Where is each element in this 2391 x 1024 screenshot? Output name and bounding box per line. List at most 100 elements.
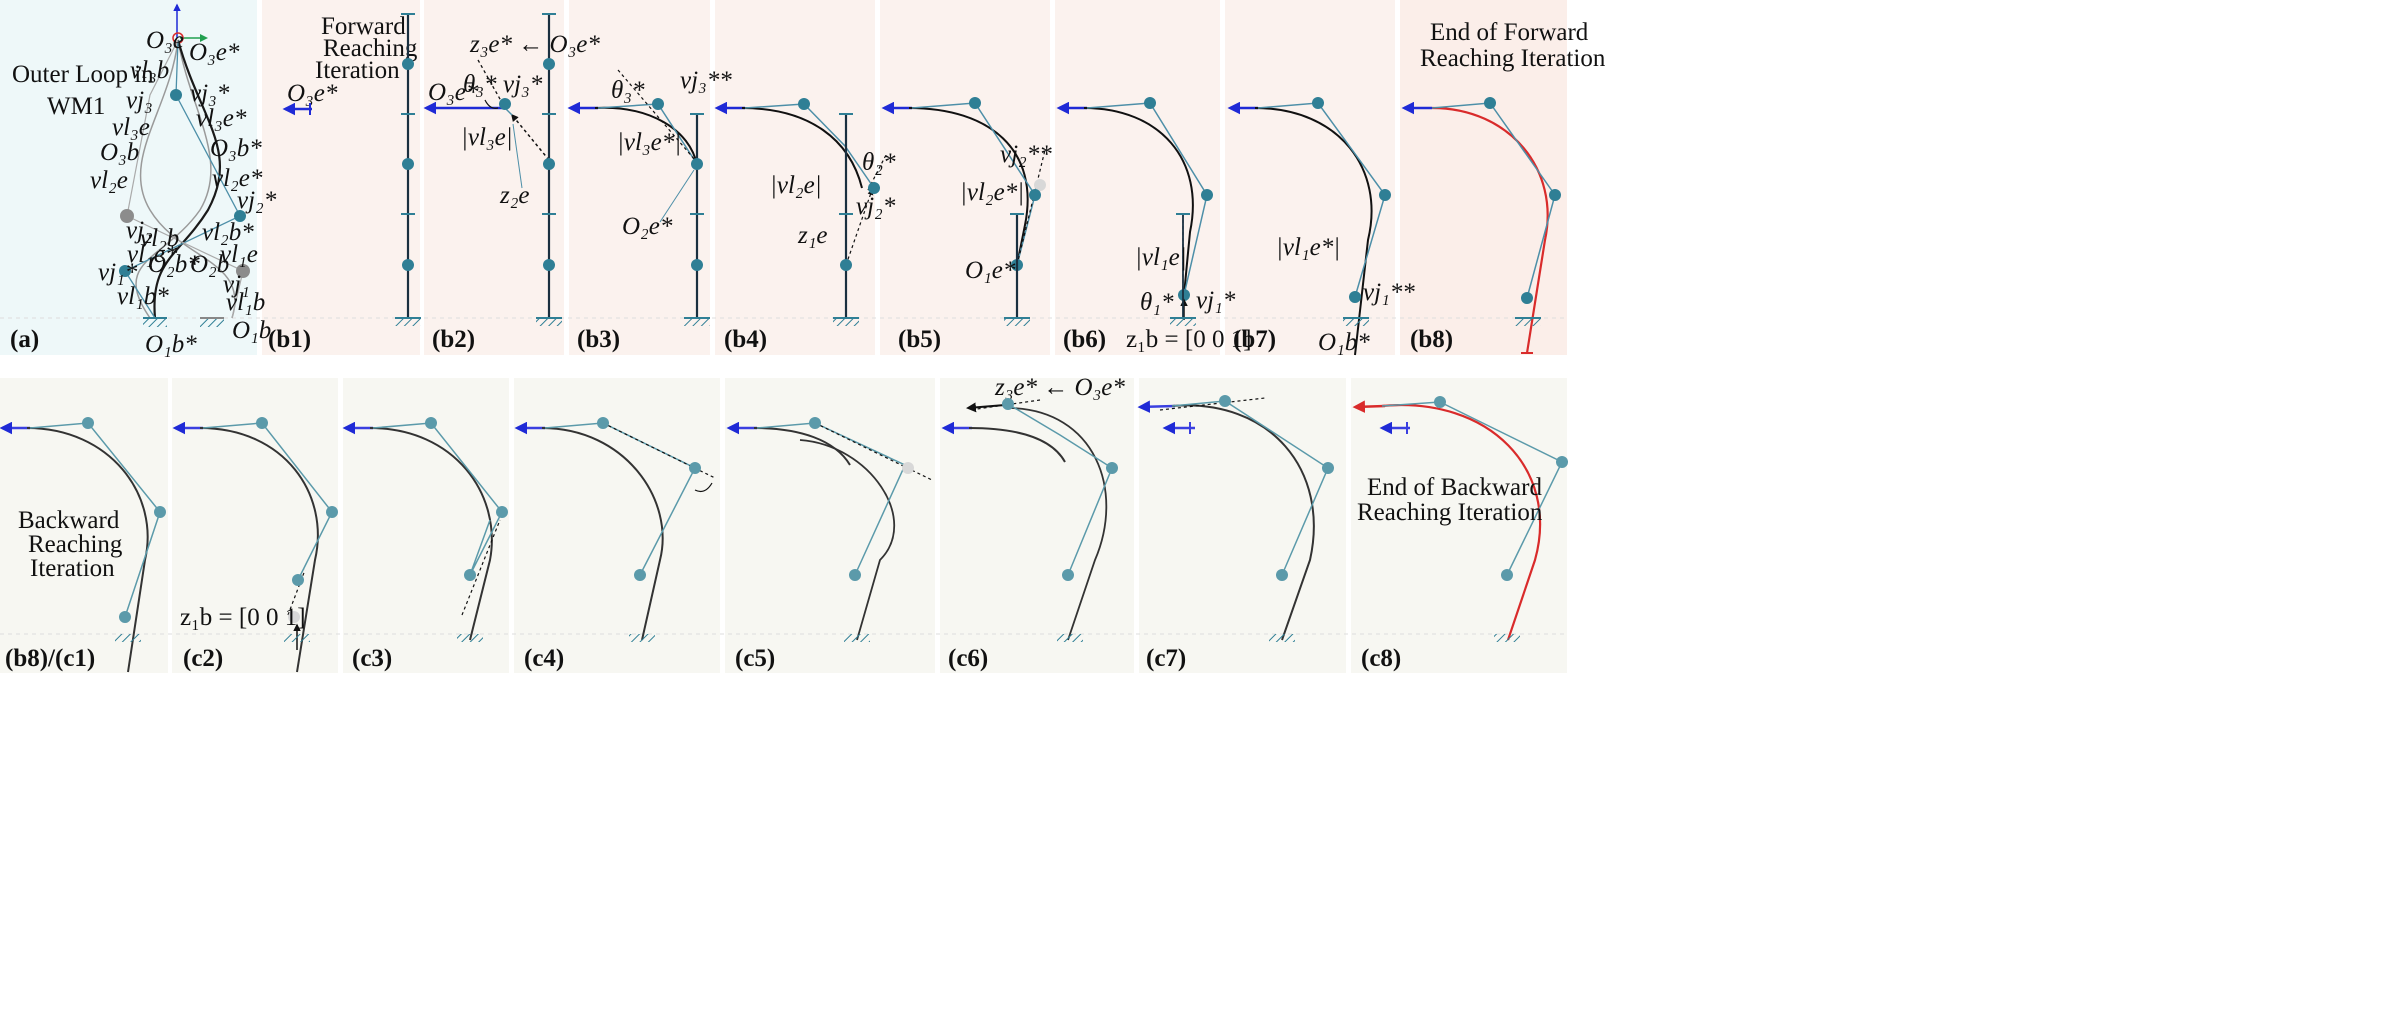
sym-vl3e-star: vl₃e* xyxy=(196,105,247,132)
chain-curve xyxy=(908,107,1029,266)
chain-curve xyxy=(1083,107,1194,296)
red-target-arrow xyxy=(1352,400,1386,413)
gray-chain-curve-2 xyxy=(135,39,212,319)
chain-curve xyxy=(741,107,863,189)
sym-b6-vj1-star: vj₁* xyxy=(1196,287,1236,314)
joint-vj2-star xyxy=(868,182,880,194)
panel-b1-caption-2: Reaching xyxy=(323,35,418,62)
target-arrow-new xyxy=(1137,400,1176,413)
panel-b6: |vl₁e| θ₁* vj₁* (b6) z₁b = [0 0 1] xyxy=(1056,97,1252,353)
sym-b1-O3e-star: O₃e* xyxy=(287,80,338,107)
joint-vj1 xyxy=(236,264,250,278)
panel-b4-label: (b4) xyxy=(724,326,767,353)
sym-vj2: vj₂ xyxy=(126,217,153,244)
panel-c1-caption-2: Reaching xyxy=(28,531,123,558)
sym-vl2e-star: vl₂e* xyxy=(212,165,263,192)
sym-b2-abs-vl3e: |vl₃e| xyxy=(461,124,513,151)
sym-vj3-star: vj₃* xyxy=(190,80,230,107)
panel-b1-caption-3: Iteration xyxy=(315,57,400,84)
panel-b2-bg xyxy=(424,0,564,355)
sym-vl3b: vl₃b xyxy=(130,57,169,84)
sym-vl2e: vl₂e xyxy=(90,167,128,194)
joint-vj2-star xyxy=(234,210,246,222)
panel-b1: Forward Reaching Iteration O₃e* (b1) xyxy=(268,13,421,353)
panel-c2: z₁b = [0 0 1] (c2) xyxy=(172,417,338,673)
panel-a-caption-1: Outer Loop in xyxy=(12,61,154,88)
sym-b4-z1e: z₁e xyxy=(797,222,828,249)
chain-curve xyxy=(199,427,319,673)
panel-c5-bg xyxy=(725,378,935,673)
panel-b5: vj₂** |vl₂e*| O₁e* (b5) xyxy=(881,97,1052,353)
joint-vj3-star xyxy=(499,98,511,110)
sym-b3-O2e-star: O₂e* xyxy=(622,213,673,240)
panel-b7: |vl₁e*| vj₁** O₁b* (b7) xyxy=(1227,97,1415,356)
panel-a-label: (a) xyxy=(10,326,39,353)
joint-vj1-star xyxy=(119,265,131,277)
chain-curve xyxy=(594,106,698,166)
panel-b6-bg xyxy=(1055,0,1220,355)
sym-b4-vj2-star: vj₂* xyxy=(856,193,896,220)
panel-c1-label: (b8)/(c1) xyxy=(5,645,95,672)
panel-c8-caption-2: Reaching Iteration xyxy=(1357,499,1543,526)
sym-O2b-star: O₂b* xyxy=(148,251,200,278)
sym-O1b-star: O₁b* xyxy=(145,331,197,358)
sym-vj1: vj₁ xyxy=(223,271,250,298)
ghost-joint xyxy=(1034,179,1046,191)
sym-b6-abs-vl1e: |vl₁e| xyxy=(1135,244,1187,271)
panel-c7-label: (c7) xyxy=(1146,645,1186,672)
joint-1 xyxy=(402,259,414,271)
panel-c6-label: (c6) xyxy=(948,645,988,672)
chain-curve xyxy=(541,427,664,641)
joint-vj3-2star xyxy=(652,98,664,110)
sym-vj1-star: vj₁* xyxy=(98,259,138,286)
panel-a: Outer Loop in WM1 O₃e O₃e* vl₃b vj₃ vj₃*… xyxy=(10,3,277,358)
panel-c5-label: (c5) xyxy=(735,645,775,672)
chain-curve xyxy=(1171,404,1315,641)
sym-b5-abs-vl2e-star: |vl₂e*| xyxy=(960,179,1024,206)
panel-b1-bg xyxy=(262,0,420,355)
red-final-curve xyxy=(1381,404,1541,641)
panel-b6-eq: z₁b = [0 0 1] xyxy=(1126,326,1252,353)
sym-b7-abs-vl1e-star: |vl₁e*| xyxy=(1276,234,1340,261)
panel-b8-bg xyxy=(1400,0,1567,355)
sym-O3b: O₃b xyxy=(100,139,139,166)
panel-c2-eq: z₁b = [0 0 1] xyxy=(180,604,306,631)
sym-vl2b: vl₂b xyxy=(140,225,179,252)
joint-vj1-star xyxy=(1178,289,1190,301)
sym-vj2-star: vj₂* xyxy=(237,187,277,214)
panel-b3-bg xyxy=(569,0,710,355)
gray-chain-curve xyxy=(139,39,236,319)
sym-vl1b-star: vl₁b* xyxy=(117,283,169,310)
joint-3 xyxy=(402,58,414,70)
sym-O3e-star: O₃e* xyxy=(189,39,240,66)
panel-c7-bg xyxy=(1139,378,1346,673)
base-hatch xyxy=(395,318,421,326)
panel-b1-label: (b1) xyxy=(268,326,311,353)
panel-b2: z₃e* ← O₃e* O₃e* θ₃* vj₃* |vl₃e| z₂e (b2… xyxy=(423,13,600,353)
panel-b3-label: (b3) xyxy=(577,326,620,353)
panel-b2-label: (b2) xyxy=(432,326,475,353)
panel-b7-label: (b7) xyxy=(1233,326,1276,353)
sym-O3e: O₃e xyxy=(146,27,184,54)
sym-b2-z3e-eq: z₃e* ← O₃e* xyxy=(469,31,600,58)
panel-c4: (c4) xyxy=(514,417,716,672)
sym-b2-O3e-star: O₃e* xyxy=(428,79,479,106)
sym-b2-z2e: z₂e xyxy=(499,182,530,209)
sym-vj3: vj₃ xyxy=(126,87,153,114)
joint-2 xyxy=(402,158,414,170)
panel-b6-label: (b6) xyxy=(1063,326,1106,353)
sym-vl1e-star: vl₁e* xyxy=(127,241,178,268)
panel-a-caption-2: WM1 xyxy=(47,93,105,120)
panel-b4-bg xyxy=(715,0,875,355)
sym-vl3e: vl₃e xyxy=(112,114,150,141)
chain-curve xyxy=(26,427,149,673)
panel-c1: Backward Reaching Iteration (b8)/(c1) xyxy=(0,417,166,673)
panel-c8: End of Backward Reaching Iteration (c8) xyxy=(1352,396,1568,672)
panel-c5: (c5) xyxy=(726,417,933,672)
sym-b3-abs-vl3e-star: |vl₃e*| xyxy=(617,129,681,156)
sym-b5-vj2-2star: vj₂** xyxy=(1000,141,1052,168)
chain-curve xyxy=(968,427,1066,463)
ghost-joint xyxy=(288,611,300,623)
chain-curve xyxy=(369,427,493,641)
joint-vj2 xyxy=(120,209,134,223)
